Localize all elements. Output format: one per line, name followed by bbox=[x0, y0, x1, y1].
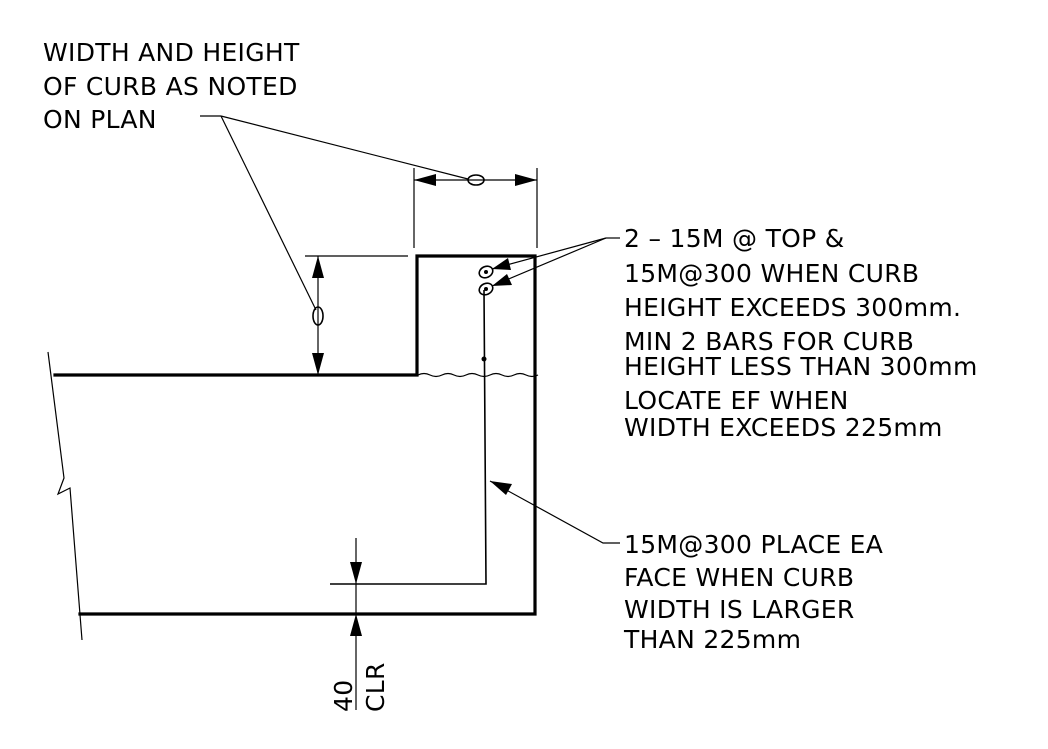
slab-and-curb-profile bbox=[53, 254, 537, 616]
height-dimension bbox=[305, 255, 408, 375]
face-bars-leaders bbox=[489, 480, 620, 544]
note-face-bars: 15M@300 PLACE EA FACE WHEN CURB WIDTH IS… bbox=[623, 530, 891, 654]
width-tag bbox=[467, 174, 485, 186]
rebar-dot bbox=[481, 356, 487, 362]
width-dimension bbox=[413, 168, 538, 248]
note-top-bars: 2 – 15M @ TOP & 15M@300 WHEN CURB HEIGHT… bbox=[624, 224, 986, 442]
construction-joint bbox=[417, 372, 539, 378]
cover-value: 40 bbox=[329, 680, 358, 712]
height-tag bbox=[312, 306, 324, 326]
cover-label: CLR bbox=[361, 662, 390, 712]
concrete-outline bbox=[53, 254, 537, 616]
cover-dimension bbox=[350, 538, 362, 710]
rebar-vertical-and-hook bbox=[330, 289, 487, 585]
curb-size-leaders bbox=[200, 115, 469, 311]
break-line bbox=[47, 351, 83, 641]
note-curb-size: WIDTH AND HEIGHT OF CURB AS NOTED ON PLA… bbox=[43, 38, 308, 134]
top-bars-leaders bbox=[491, 237, 620, 287]
